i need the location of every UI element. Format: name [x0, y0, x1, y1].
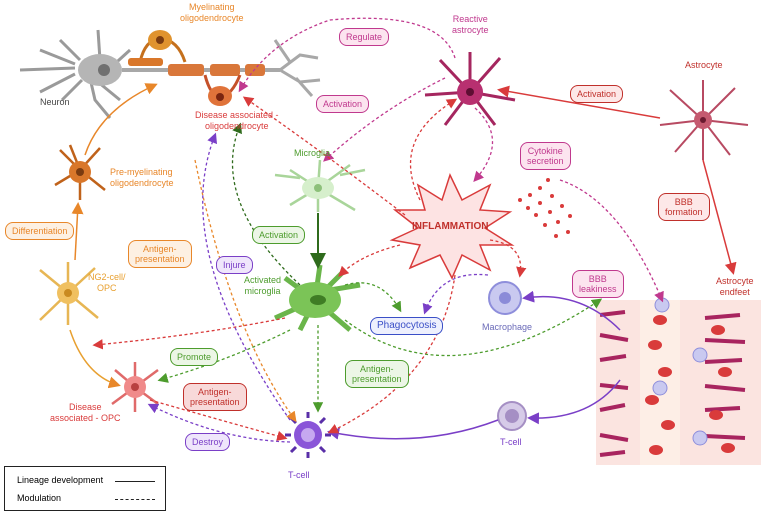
- pill-regulate: Regulate: [339, 28, 390, 46]
- arrow-premyelinating-to-myelinating: [84, 83, 158, 156]
- pill-promote: Promote: [170, 348, 219, 366]
- pill-activation-red: Activation: [570, 85, 624, 103]
- arrow-antigen-orange: [194, 159, 297, 423]
- tcell-main-cell: [285, 412, 331, 458]
- legend-lineage-line: [115, 481, 155, 482]
- arrow-activated-to-bbb: [344, 298, 603, 357]
- arrow-inflammation-to-reactive: [409, 98, 458, 201]
- pill-differentiation: Differentiation: [5, 222, 75, 240]
- label-activated-microglia: Activated microglia: [244, 275, 281, 297]
- label-reactive-astrocyte: Reactive astrocyte: [452, 14, 489, 36]
- arrow-activated-to-disease-opc: [92, 317, 286, 350]
- label-premyelinating: Pre-myelinating oligodendrocyte: [110, 167, 174, 189]
- arrow-vessel-to-macrophage: [522, 290, 621, 331]
- legend: Lineage development Modulation: [4, 466, 166, 511]
- arrow-tcell-vessel-to-main: [327, 419, 499, 440]
- pill-antigen-orange-text: Antigen- presentation: [135, 244, 185, 264]
- pill-antigen-green: Antigen- presentation: [345, 360, 409, 388]
- pill-destroy: Destroy: [185, 433, 231, 451]
- lineage-arrows: [69, 83, 737, 440]
- label-opc: NG2-cell/ OPC: [88, 272, 126, 294]
- modulation-arrows: [92, 17, 664, 443]
- label-inflammation: INFLAMMATION: [412, 221, 489, 232]
- pill-cytokine-text: Cytokine secretion: [527, 146, 564, 166]
- label-astrocyte-endfeet: Astrocyte endfeet: [716, 276, 754, 298]
- neuron-cell: [19, 29, 321, 119]
- microglia-cell: [274, 159, 366, 212]
- arrow-astrocyte-to-reactive: [497, 85, 661, 119]
- activated-microglia-cell: [273, 264, 361, 332]
- legend-lineage-label: Lineage development: [17, 475, 104, 485]
- label-tcell-main: T-cell: [288, 470, 310, 480]
- arrow-cytokine-to-bbb: [559, 179, 664, 303]
- cytokine-dots: [518, 178, 572, 238]
- arrow-opc-to-premyelinating: [71, 202, 84, 261]
- disease-oligo-cell: [203, 74, 242, 106]
- premyelinating-oligo-cell: [54, 144, 106, 200]
- pill-bbb-leakiness-text: BBB leakiness: [579, 274, 617, 294]
- label-myelinating-oligo: Myelinating oligodendrocyte: [180, 2, 244, 24]
- label-astrocyte: Astrocyte: [685, 60, 723, 70]
- pill-activation-green: Activation: [252, 226, 306, 244]
- label-myelinating-oligo-text: Myelinating oligodendrocyte: [180, 2, 244, 23]
- reactive-astrocyte-cell: [424, 52, 516, 126]
- pill-bbb-formation-text: BBB formation: [665, 197, 703, 217]
- inflammation-burst: [389, 172, 515, 280]
- arrow-activated-to-phagocytosis: [344, 282, 402, 313]
- label-astrocyte-endfeet-text: Astrocyte endfeet: [716, 276, 754, 297]
- arrow-inflammation-to-tcell: [327, 274, 456, 434]
- pill-injure: Injure: [216, 256, 253, 274]
- arrow-injure: [202, 132, 291, 421]
- arrow-cytokine: [473, 107, 494, 182]
- pill-antigen-red: Antigen- presentation: [183, 383, 247, 411]
- arrow-activation-green: [232, 122, 301, 286]
- label-opc-text: NG2-cell/ OPC: [88, 272, 126, 293]
- pill-antigen-red-text: Antigen- presentation: [190, 387, 240, 407]
- label-premyelinating-text: Pre-myelinating oligodendrocyte: [110, 167, 174, 188]
- legend-modulation-label: Modulation: [17, 493, 62, 503]
- arrow-regulate: [238, 17, 456, 93]
- label-macrophage: Macrophage: [482, 322, 533, 332]
- legend-modulation-line: [115, 499, 155, 500]
- arrow-promote: [157, 329, 291, 383]
- arrow-vessel-to-tcell: [527, 379, 621, 425]
- label-microglia: Microglia: [294, 148, 331, 158]
- arrow-astrocyte-to-endfeet: [702, 159, 737, 275]
- pill-antigen-green-text: Antigen- presentation: [352, 364, 402, 384]
- label-disease-oligo: Disease associated - oligodendrocyte: [195, 110, 279, 132]
- pill-bbb-formation: BBB formation: [658, 193, 710, 221]
- arrow-activation-pink: [323, 77, 446, 162]
- label-disease-opc: Disease associated - OPC: [50, 402, 121, 424]
- blood-vessel: [596, 297, 761, 465]
- tcell-vessel-cell: [497, 401, 527, 431]
- arrow-inflammation-to-macrophage: [489, 239, 527, 278]
- arrow-opc-to-disease-opc: [69, 329, 121, 389]
- label-activated-microglia-text: Activated microglia: [244, 275, 282, 296]
- label-reactive-astrocyte-text: Reactive astrocyte: [452, 14, 489, 35]
- pill-phagocytosis: Phagocytosis: [370, 317, 444, 335]
- astrocyte-cell: [659, 80, 749, 160]
- disease-opc-cell: [111, 362, 159, 412]
- label-disease-oligo-text: Disease associated - oligodendrocyte: [195, 110, 279, 131]
- label-tcell-vessel: T-cell: [500, 437, 522, 447]
- pill-cytokine: Cytokine secretion: [520, 142, 571, 170]
- pill-bbb-leakiness: BBB leakiness: [572, 270, 624, 298]
- pill-activation-pink: Activation: [316, 95, 370, 113]
- arrow-inflammation-to-activated: [338, 244, 401, 277]
- arrow-destroy: [147, 403, 291, 443]
- arrow-macrophage-to-phagocytosis: [422, 273, 489, 315]
- macrophage-cell: [488, 281, 522, 315]
- pill-antigen-orange: Antigen- presentation: [128, 240, 192, 268]
- opc-cell: [39, 262, 99, 325]
- myelinating-oligo-cell: [128, 30, 187, 66]
- label-neuron: Neuron: [40, 97, 70, 107]
- label-disease-opc-text: Disease associated - OPC: [50, 402, 121, 423]
